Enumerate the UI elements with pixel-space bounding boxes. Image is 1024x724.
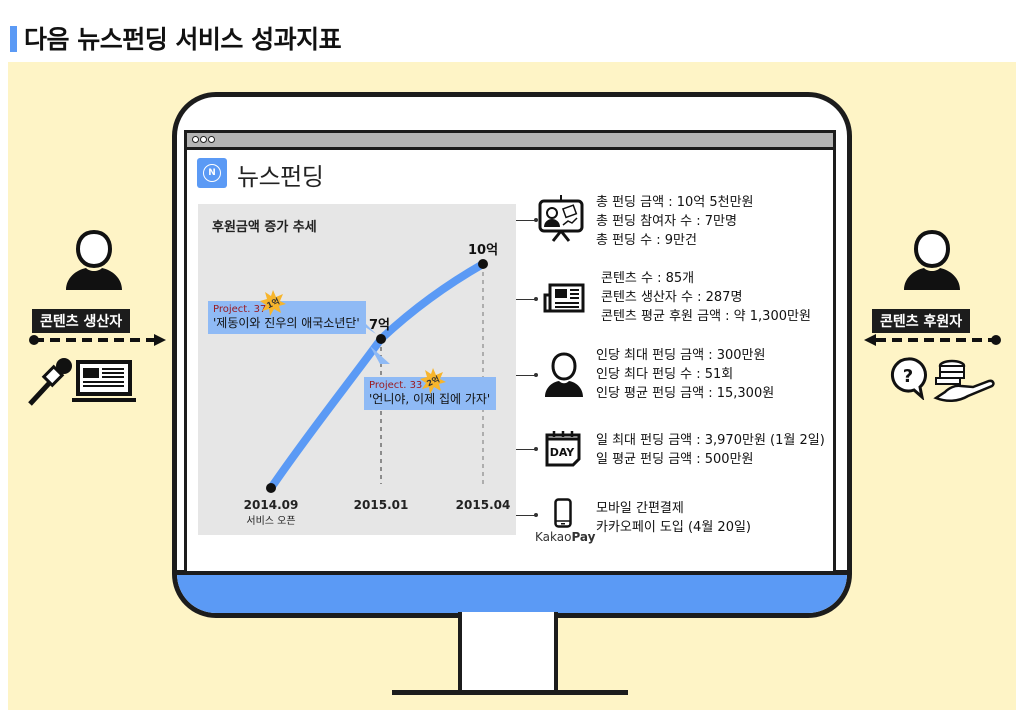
question-bubble-icon: ?: [891, 357, 927, 400]
stat-group-total: 총 펀딩 금액 : 10억 5천만원 총 펀딩 참여자 수 : 7만명 총 펀딩…: [596, 193, 754, 250]
browser-window: N 뉴스펀딩 후원금액 증가 추세 7억 10억 Project. 37 '제동…: [184, 130, 836, 574]
brand-logo-letter: N: [203, 164, 221, 182]
starburst-badge-icon: 1억: [260, 290, 286, 316]
stat-producer-count: 콘텐츠 생산자 수 : 287명: [601, 290, 743, 305]
stat-group-per-person: 인당 최대 펀딩 금액 : 300만원 인당 최다 펀딩 수 : 51회 인당 …: [596, 346, 774, 403]
stat-kakaopay-intro: 카카오페이 도입 (4월 20일): [596, 520, 751, 535]
producer-section: 콘텐츠 생산자: [20, 228, 170, 408]
data-label-7: 7억: [369, 318, 391, 333]
starburst-badge-icon: 2억: [420, 368, 446, 394]
stat-total-participants: 총 펀딩 참여자 수 : 7만명: [596, 214, 737, 229]
presentation-money-icon: [538, 195, 584, 242]
producer-label: 콘텐츠 생산자: [32, 309, 131, 333]
connector-line: [516, 373, 538, 377]
browser-titlebar: [187, 133, 833, 150]
stat-person-max-amount: 인당 최대 펀딩 금액 : 300만원: [596, 348, 766, 363]
x-tick-sublabel: 서비스 오픈: [246, 516, 296, 527]
sponsor-section: 콘텐츠 후원자 ?: [858, 228, 1008, 408]
chart-panel: 후원금액 증가 추세 7억 10억 Project. 37 '제동이와 진우의 …: [198, 204, 516, 535]
stat-person-max-count: 인당 최다 펀딩 수 : 51회: [596, 367, 734, 382]
window-control-dot[interactable]: [200, 136, 207, 143]
newspaper-icon: [543, 283, 585, 313]
stat-group-mobile: 모바일 간편결제 카카오페이 도입 (4월 20일): [596, 499, 751, 537]
stat-content-avg: 콘텐츠 평균 후원 금액 : 약 1,300만원: [601, 309, 811, 324]
person-icon: [66, 229, 122, 290]
sponsor-label: 콘텐츠 후원자: [872, 309, 971, 333]
kakaopay-logo: KakaoPay: [535, 530, 596, 544]
stat-person-avg: 인당 평균 펀딩 금액 : 15,300원: [596, 386, 775, 401]
callout-project-number: Project. 33: [369, 380, 423, 391]
x-tick-2015-04: 2015.04: [455, 498, 511, 512]
stat-content-count: 콘텐츠 수 : 85개: [601, 271, 695, 286]
stat-daily-max: 일 최대 펀딩 금액 : 3,970만원 (1월 2일): [596, 433, 825, 448]
person-icon: [904, 229, 960, 290]
x-tick-2015-01: 2015.01: [353, 498, 409, 512]
callout-project-name: '언니야, 이제 집에 가자': [369, 392, 491, 406]
stat-mobile-payment: 모바일 간편결제: [596, 501, 684, 516]
dashed-arrow-left-icon: [864, 334, 1001, 346]
coins-hand-icon: [933, 359, 995, 402]
svg-text:2억: 2억: [425, 374, 441, 389]
callout-project-name: '제동이와 진우의 애국소년단': [213, 316, 360, 330]
connector-line: [516, 218, 538, 222]
page-title: 다음 뉴스펀딩 서비스 성과지표: [24, 25, 342, 54]
svg-text:DAY: DAY: [550, 446, 576, 459]
calendar-day-icon: DAY: [545, 431, 581, 467]
stat-total-amount: 총 펀딩 금액 : 10억 5천만원: [596, 195, 754, 210]
stat-total-count: 총 펀딩 수 : 9만건: [596, 233, 697, 248]
stat-daily-avg: 일 평균 펀딩 금액 : 500만원: [596, 452, 754, 467]
monitor-chin: [177, 570, 847, 613]
connector-line: [516, 297, 538, 301]
chart-title: 후원금액 증가 추세: [212, 220, 317, 235]
person-icon: [545, 352, 583, 397]
brand-name[interactable]: 뉴스펀딩: [237, 163, 324, 191]
window-control-dot[interactable]: [208, 136, 215, 143]
smartphone-icon: [554, 498, 572, 528]
svg-text:1억: 1억: [265, 296, 281, 311]
svg-text:?: ?: [903, 366, 913, 387]
x-axis-label: 2014.09 서비스 오픈: [236, 498, 306, 527]
callout-project-number: Project. 37: [213, 304, 267, 315]
data-label-10: 10억: [468, 243, 499, 258]
connector-line: [516, 513, 538, 517]
callout-project-37: Project. 37 '제동이와 진우의 애국소년단': [208, 301, 366, 334]
brand-logo[interactable]: N: [197, 158, 227, 188]
microphone-icon: [28, 358, 72, 406]
monitor-stand-neck: [458, 612, 558, 692]
window-control-dot[interactable]: [192, 136, 199, 143]
x-tick-2014-09: 2014.09: [243, 498, 299, 512]
stat-group-daily: 일 최대 펀딩 금액 : 3,970만원 (1월 2일) 일 평균 펀딩 금액 …: [596, 431, 825, 469]
monitor-stand-base: [392, 690, 628, 695]
connector-line: [516, 447, 538, 451]
dashed-arrow-right-icon: [29, 334, 166, 346]
stat-group-content: 콘텐츠 수 : 85개 콘텐츠 생산자 수 : 287명 콘텐츠 평균 후원 금…: [601, 269, 811, 326]
laptop-news-icon: [72, 360, 136, 402]
title-accent-bar: [10, 26, 17, 52]
